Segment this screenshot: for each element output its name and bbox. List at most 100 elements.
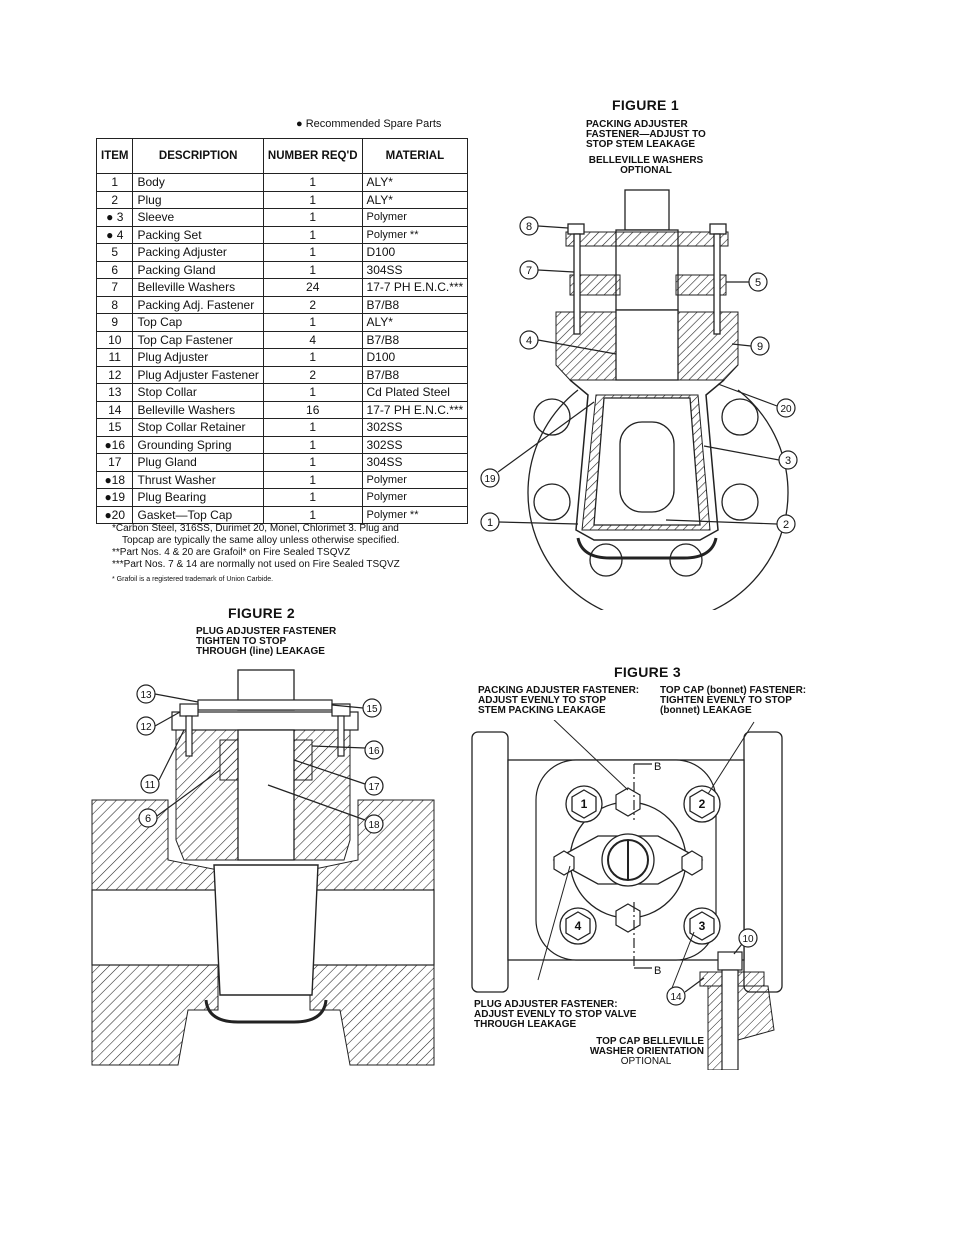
figure2-callouts: 13 12 11 6 15 16 17 18 [136,684,384,834]
svg-text:1: 1 [487,517,493,529]
header-number-reqd: NUMBER REQ'D [262,138,363,174]
top-cap-bolt-4: 4 [559,907,597,945]
cell-item: 13 [95,383,134,402]
cell-material: ALY* [361,190,469,209]
callout-19: 19 [480,401,595,488]
cell-number-reqd: 16 [262,400,363,419]
cell-item: ●19 [95,488,134,507]
callout-16: 16 [311,740,384,760]
cell-item: ● 4 [95,225,134,244]
svg-text:2: 2 [783,519,789,531]
cell-item: 6 [95,260,134,279]
svg-text:7: 7 [526,265,532,277]
svg-text:9: 9 [757,341,763,353]
cell-description: Top Cap [132,313,264,332]
callout-5: 5 [726,272,768,292]
cell-item: 10 [95,330,134,349]
cell-description: Packing Gland [132,260,264,279]
cell-number-reqd: 2 [262,365,363,384]
figure2-title: FIGURE 2 [228,605,295,621]
svg-text:18: 18 [368,820,380,831]
callout-15: 15 [331,698,382,718]
right-flange [743,731,783,993]
cell-material: D100 [361,348,469,367]
cell-number-reqd: 1 [262,435,363,454]
cell-description: Belleville Washers [132,400,264,419]
top-cap-bolt-2: 2 [683,785,721,823]
cell-item: 17 [95,453,134,472]
stem [237,729,295,861]
cell-item: ●18 [95,470,134,489]
note-1b: Topcap are typically the same alloy unle… [122,535,400,546]
cell-description: Plug Bearing [132,488,264,507]
cell-item: ●20 [95,505,134,524]
cell-description: Belleville Washers [132,278,264,297]
cell-material: Polymer [361,488,469,507]
cell-description: Thrust Washer [132,470,264,489]
figure1-title: FIGURE 1 [612,97,679,113]
top-cap-bolts: 1 2 3 4 [559,785,721,945]
figure3-diagram: 1 2 3 4 B B 10 14 [471,720,783,1070]
cell-description: Body [132,173,264,192]
svg-text:14: 14 [670,992,682,1003]
stop-collar [197,699,333,711]
callout-18: 18 [267,784,384,834]
cell-description: Packing Set [132,225,264,244]
cell-number-reqd: 2 [262,295,363,314]
cell-number-reqd: 1 [262,173,363,192]
plug-adjuster-fasteners [179,703,351,757]
figure3-caption-packing: PACKING ADJUSTER FASTENER:ADJUST EVENLY … [478,685,640,716]
header-item: ITEM [95,138,134,174]
cell-number-reqd: 1 [262,348,363,367]
table-notes: *Carbon Steel, 316SS, Durimet 20, Monel,… [112,523,442,586]
cell-number-reqd: 1 [262,208,363,227]
cell-material: ALY* [361,313,469,332]
figure1-diagram: 8 7 4 19 1 5 9 20 3 2 [480,189,798,610]
svg-text:6: 6 [145,813,151,825]
svg-text:17: 17 [368,782,380,793]
packing-fasteners [567,223,727,335]
cell-material: D100 [361,243,469,262]
cell-material: Polymer [361,470,469,489]
callout-1: 1 [480,512,579,532]
cell-item: 5 [95,243,134,262]
plug-port [619,421,675,513]
cell-description: Plug Adjuster [132,348,264,367]
cell-item: 11 [95,348,134,367]
svg-text:10: 10 [742,934,754,945]
figure3-callouts: 10 14 [666,928,758,1006]
cell-description: Packing Adjuster [132,243,264,262]
stem-top [624,189,670,231]
figure3-caption-plug: PLUG ADJUSTER FASTENER:ADJUST EVENLY TO … [474,999,637,1030]
body-left-lower [91,964,219,1066]
cell-material: Polymer ** [361,225,469,244]
cell-description: Plug Adjuster Fastener [132,365,264,384]
callout-13: 13 [136,684,199,704]
cell-description: Top Cap Fastener [132,330,264,349]
cell-number-reqd: 1 [262,470,363,489]
header-description: DESCRIPTION [132,138,264,174]
cell-description: Plug [132,190,264,209]
svg-text:16: 16 [368,746,380,757]
callout-11: 11 [140,729,185,794]
callout-8: 8 [519,216,569,236]
parts-table: ITEM DESCRIPTION NUMBER REQ'D MATERIAL 1… [95,138,469,524]
header-material: MATERIAL [361,138,469,174]
cell-item: 12 [95,365,134,384]
section-line-b [633,763,652,969]
figure3-title: FIGURE 3 [614,664,681,680]
cell-material: 17-7 PH E.N.C.*** [361,400,469,419]
svg-text:20: 20 [780,404,792,415]
packing-adjuster [565,231,729,247]
svg-text:1: 1 [581,797,588,811]
